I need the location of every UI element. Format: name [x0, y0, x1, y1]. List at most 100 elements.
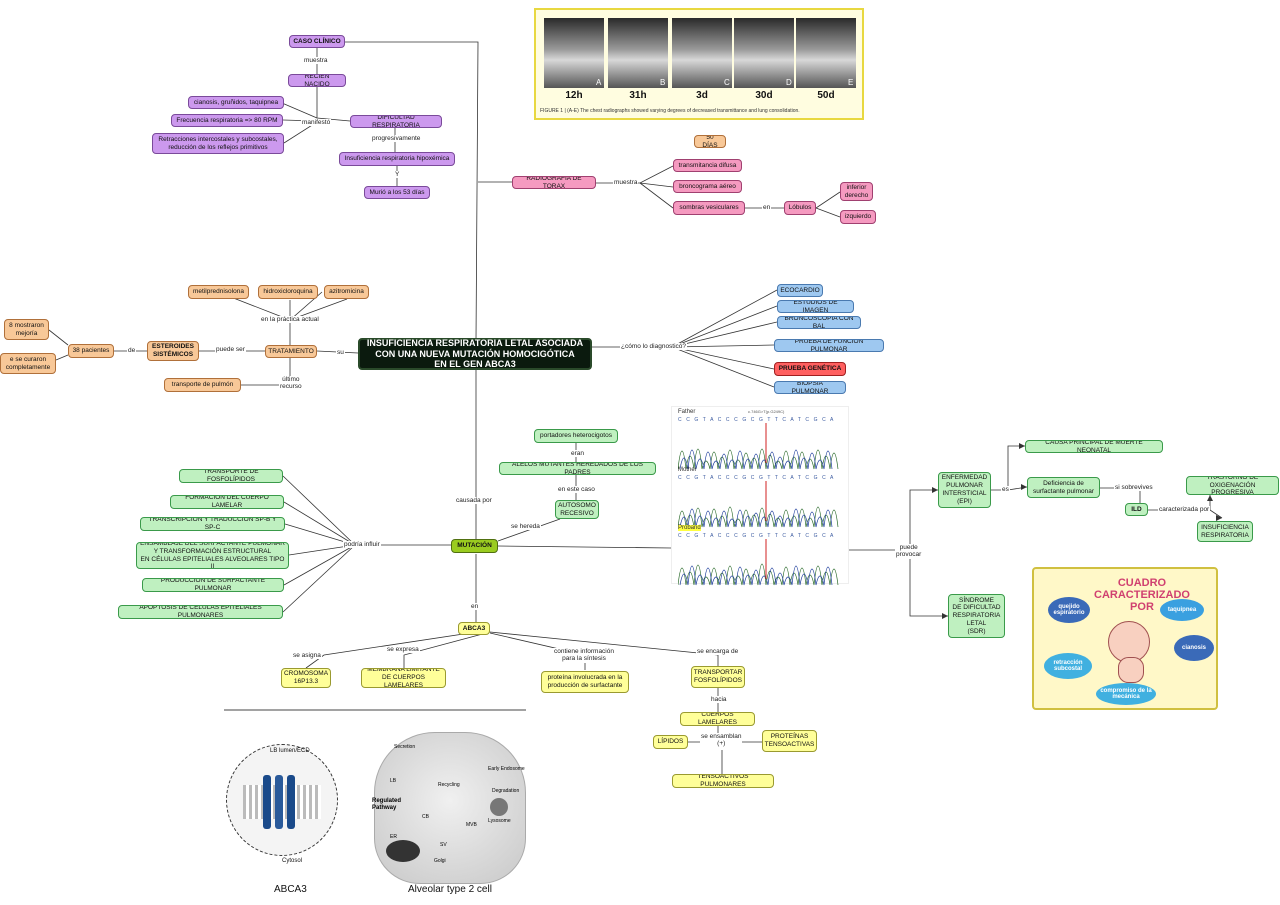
frecuencia-node[interactable]: Frecuencia respiratoria => 80 RPM [171, 114, 283, 127]
practica-label: en la práctica actual [260, 316, 320, 324]
y-label: Y [394, 171, 401, 179]
membrana-node[interactable]: MEMBRANA LIMITANTE DE CUERPOS LAMELARES [361, 668, 446, 688]
ecocardio-node[interactable]: ECOCARDIO [777, 284, 823, 297]
transplante-node[interactable]: transporte de pulmón [164, 378, 241, 392]
xray-letter: C [724, 78, 730, 87]
muestra-label: muestra [613, 179, 639, 187]
autosomo-node[interactable]: AUTOSOMO RECESIVO [555, 500, 599, 519]
er-label: ER [390, 834, 397, 840]
trastorno-node[interactable]: TRASTORNO DE OXIGENACIÓN PROGRESIVA [1186, 476, 1279, 495]
diagnostico-label: ¿cómo lo diagnosticó? [620, 343, 688, 351]
cromosoma-node[interactable]: CROMOSOMA 16P13.3 [281, 668, 331, 688]
xray-time-label: 3d [696, 90, 708, 101]
central-topic[interactable]: INSUFICIENCIA RESPIRATORIA LETAL ASOCIAD… [358, 338, 592, 370]
proteina-node[interactable]: proteína involucrada en la producción de… [541, 671, 629, 693]
causa-principal-node[interactable]: CAUSA PRINCIPAL DE MUERTE NEONATAL [1025, 440, 1163, 453]
manifesto-label: manifestó [301, 119, 332, 127]
bubble-compromiso: compromiso de la mecánica [1096, 683, 1156, 705]
abca3-membrane-circle [226, 744, 338, 856]
prueba-genetica-node[interactable]: PRUEBA GENÉTICA [774, 362, 846, 376]
recien-nacido-node[interactable]: RECIÉN NACIDO [288, 74, 346, 87]
hidroxicloroquina-node[interactable]: hidroxicloroquina [258, 285, 318, 299]
influencia-produccion-node[interactable]: PRODUCCIÓN DE SURFACTANTE PULMONAR [142, 578, 284, 592]
en-label: en [762, 204, 772, 212]
broncoscopia-node[interactable]: BRONCOSCOPIA CON BAL [777, 316, 861, 329]
seq-row-father: Father C C G T A C C C G C G T T C A T C… [678, 409, 842, 470]
insuficiencia-hipoxemica-node[interactable]: Insuficiencia respiratoria hipoxémica [339, 152, 455, 166]
mejoria-node[interactable]: 8 mostraron mejoría [4, 319, 49, 340]
influencia-transcripcion-node[interactable]: TRANSCRIPCIÓN Y TRADUCCIÓN SP-B Y SP-C [140, 517, 285, 531]
metilprednisolona-node[interactable]: metilprednisolona [188, 285, 249, 299]
abca3-cell-diagram: LB lumen/ECD Cytosol ABCA3 Alveolar type… [220, 712, 530, 902]
lysosome-label: Lysosome [488, 818, 511, 824]
deficiencia-node[interactable]: Deficiencia de surfactante pulmonar [1027, 477, 1100, 498]
cartoon-title: CUADRO CARACTERIZADO POR [1094, 577, 1190, 614]
broncograma-node[interactable]: broncograma aéreo [673, 180, 742, 193]
esteroides-node[interactable]: ESTEROIDES SISTÉMICOS [147, 341, 199, 361]
chromatogram-trace [678, 539, 839, 586]
retracciones-node[interactable]: Retracciones intercostales y subcostales… [152, 133, 284, 154]
xray-time-label: 12h [565, 90, 583, 101]
sdr-node[interactable]: SÍNDROME DE DIFICULTAD RESPIRATORIA LETA… [948, 594, 1005, 638]
caso-clinico-node[interactable]: CASO CLÍNICO [289, 35, 345, 48]
izquierdo-node[interactable]: izquierdo [840, 210, 876, 224]
degradation-label: Degradation [492, 788, 520, 794]
murio-node[interactable]: Murió a los 53 días [364, 186, 430, 199]
xray-image-30d [734, 18, 794, 88]
prueba-funcion-pulmonar-node[interactable]: PRUEBA DE FUNCIÓN PULMONAR [774, 339, 884, 352]
radiografia-node[interactable]: RADIOGRAFÍA DE TORAX [512, 176, 596, 189]
biopsia-node[interactable]: BIOPSIA PULMONAR [774, 381, 846, 394]
cuerpos-lamelares-node[interactable]: CUERPOS LAMELARES [680, 712, 755, 726]
inferior-derecho-node[interactable]: inferior derecho [840, 182, 873, 201]
ild-node[interactable]: ILD [1125, 503, 1148, 516]
influencia-cuerpo-lamelar-node[interactable]: FORMACIÓN DEL CUERPO LAMELAR [170, 495, 284, 509]
sombras-node[interactable]: sombras vesiculares [673, 201, 745, 215]
influencia-ensamblaje-node[interactable]: ENSAMBLAJE DEL SURFACTANTE PULMONAR Y TR… [136, 542, 289, 569]
de-label: de [127, 347, 137, 355]
lobulos-node[interactable]: Lóbulos [784, 201, 816, 215]
lipidos-node[interactable]: LÍPIDOS [653, 735, 688, 749]
golgi-label: Golgi [434, 858, 446, 864]
50-dias-node[interactable]: 50 DÍAS [694, 135, 726, 148]
portadores-node[interactable]: portadores heterocigotos [534, 429, 618, 443]
en-este-caso-label: en este caso [557, 486, 596, 494]
mutacion-node[interactable]: MUTACIÓN [451, 539, 498, 553]
influencia-apoptosis-node[interactable]: APOPTOSIS DE CÉLULAS EPITELIALES PULMONA… [118, 605, 283, 619]
transmembrane-helix [287, 775, 295, 829]
seq-father-label: Father [678, 409, 696, 415]
transmembrane-helix [275, 775, 283, 829]
xray-image-50d [796, 18, 856, 88]
azitromicina-node[interactable]: azitromicina [324, 285, 369, 299]
chest-xray-figure: 12h 31h 3d 30d 50d A B C D E FIGURE 1 | … [534, 8, 864, 120]
epi-node[interactable]: ENFERMEDAD PULMONAR INTERSTICIAL (EPI) [938, 472, 991, 508]
ensamblan-label: se ensamblan (+) [700, 733, 743, 748]
curaron-node[interactable]: e se curaron completamente [0, 353, 56, 374]
alveolar-caption: Alveolar type 2 cell [408, 884, 492, 895]
estudios-imagen-node[interactable]: ESTUDIOS DE IMAGEN [777, 300, 854, 313]
tensoactivos-node[interactable]: TENSOACTIVOS PULMONARES [672, 774, 774, 788]
transmitancia-node[interactable]: transmitancia difusa [673, 159, 742, 172]
bubble-taquipnea: taquipnea [1160, 599, 1204, 621]
mvb-label: MVB [466, 822, 477, 828]
lb-lumen-label: LB lumen/ECD [270, 748, 310, 754]
abca3-node[interactable]: ABCA3 [458, 622, 490, 635]
regulated-pathway-label: Regulated Pathway [372, 798, 402, 811]
insuficiencia-respiratoria-node[interactable]: INSUFICIENCIA RESPIRATORIA [1197, 521, 1253, 542]
lysosome [490, 798, 508, 816]
seq-proband-label: Proband [678, 525, 701, 531]
recycling-label: Recycling [438, 782, 460, 788]
bubble-quejido: quejido espiratorio [1048, 597, 1090, 623]
influencia-transporte-node[interactable]: TRANSPORTE DE FOSFOLÍPIDOS [179, 469, 283, 483]
xray-letter: D [786, 78, 792, 87]
sintomas-node[interactable]: cianosis, gruñidos, taquipnea [188, 96, 284, 109]
baby-face [1108, 621, 1150, 663]
si-sobrevives-label: si sobrevives [1114, 484, 1154, 492]
proteinas-tensoactivas-node[interactable]: PROTEÍNAS TENSOACTIVAS [762, 730, 817, 752]
dificultad-respiratoria-node[interactable]: DIFICULTAD RESPIRATORIA [350, 115, 442, 128]
transportar-node[interactable]: TRANSPORTAR FOSFOLÍPIDOS [691, 666, 745, 688]
alelos-node[interactable]: ALELOS MUTANTES HEREDADOS DE LOS PADRES [499, 462, 656, 475]
transmembrane-helix [263, 775, 271, 829]
38-pacientes-node[interactable]: 38 pacientes [68, 344, 114, 358]
tratamiento-node[interactable]: TRATAMIENTO [265, 345, 317, 358]
cuadro-cartoon: CUADRO CARACTERIZADO POR quejido espirat… [1032, 567, 1218, 710]
